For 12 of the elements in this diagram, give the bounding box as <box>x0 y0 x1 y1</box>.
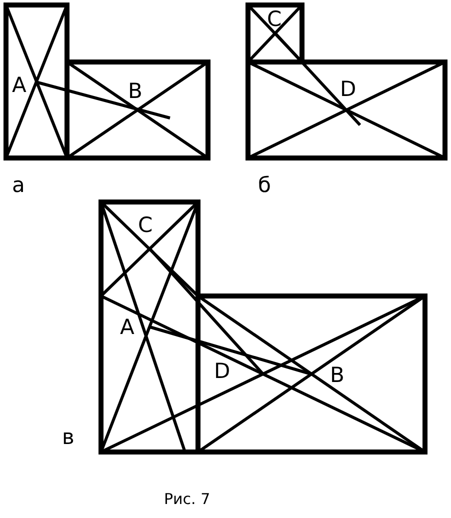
panel-label: б <box>258 174 271 196</box>
point-label: C <box>138 214 153 236</box>
point-label: C <box>267 8 282 30</box>
point-label: A <box>120 316 134 338</box>
panel-label: в <box>62 426 74 448</box>
point-label: D <box>214 360 230 382</box>
point-label: B <box>330 364 344 386</box>
figure-caption: Рис. 7 <box>164 490 210 508</box>
point-label: D <box>340 78 356 100</box>
point-label: B <box>128 80 142 102</box>
point-label: A <box>12 74 26 96</box>
panel-label: а <box>12 174 25 196</box>
